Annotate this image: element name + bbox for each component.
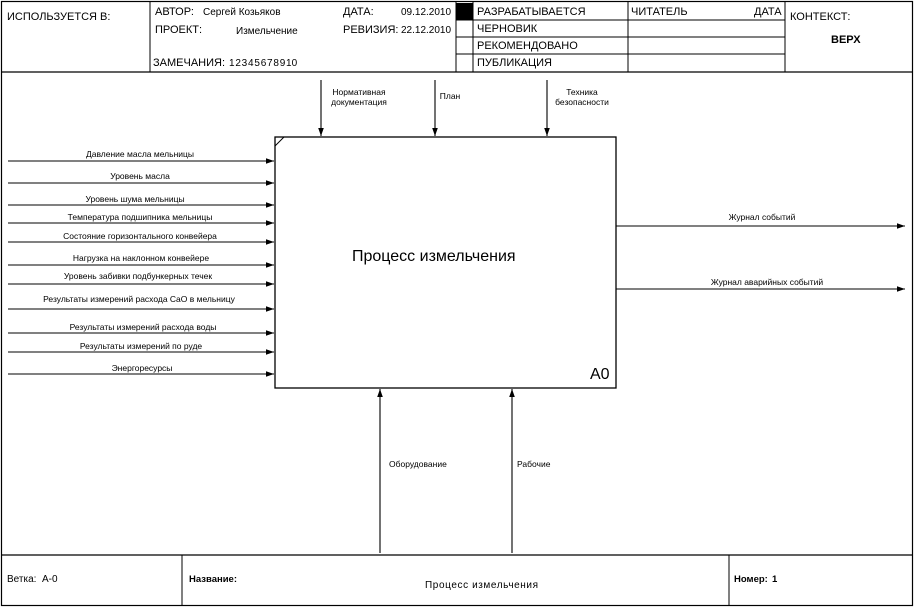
output-label: Журнал событий — [728, 212, 796, 222]
project-value: Измельчение — [236, 26, 298, 37]
status-publication: ПУБЛИКАЦИЯ — [477, 57, 552, 69]
notes-label: ЗАМЕЧАНИЯ: — [153, 57, 225, 69]
context-label: КОНТЕКСТ: — [790, 11, 851, 23]
date-value: 09.12.2010 — [401, 7, 452, 18]
mechanism-label: Рабочие — [517, 459, 551, 469]
author-label: АВТОР: — [155, 6, 194, 18]
input-label: Энергоресурсы — [111, 363, 173, 373]
status-marker — [456, 3, 473, 20]
used-in-label: ИСПОЛЬЗУЕТСЯ В: — [7, 11, 111, 23]
reader-label: ЧИТАТЕЛЬ — [631, 6, 688, 18]
mechanism-label: Оборудование — [389, 459, 447, 469]
input-label: Результаты измерений расхода воды — [69, 322, 217, 332]
number-label: Номер: — [734, 574, 768, 585]
status-developing: РАЗРАБАТЫВАЕТСЯ — [477, 6, 586, 18]
output-label: Журнал аварийных событий — [710, 277, 824, 287]
context-value: ВЕРХ — [831, 34, 861, 46]
input-label: Результаты измерений по руде — [79, 341, 203, 351]
activity-box — [274, 136, 617, 389]
input-label: Уровень масла — [110, 171, 170, 181]
arrow-group — [8, 80, 905, 553]
revision-value: 22.12.2010 — [401, 25, 452, 36]
input-label: Температура подшипника мельницы — [67, 212, 213, 222]
status-recommended: РЕКОМЕНДОВАНО — [477, 40, 578, 52]
input-label: Уровень шума мельницы — [85, 194, 185, 204]
project-label: ПРОЕКТ: — [155, 24, 203, 36]
branch-label: Ветка: — [7, 574, 37, 585]
notes-numbers: 1 2 3 4 5 6 7 8 9 10 — [229, 58, 298, 69]
control-label: Нормативная документация — [331, 87, 387, 107]
input-label: Уровень забивки подбункерных течек — [63, 271, 213, 281]
branch-value: A-0 — [42, 574, 58, 585]
input-label: Давление масла мельницы — [86, 149, 194, 159]
activity-number: A0 — [590, 366, 610, 383]
name-label: Название: — [189, 574, 238, 585]
status-draft: ЧЕРНОВИК — [477, 23, 538, 35]
author-value: Сергей Козьяков — [203, 7, 281, 18]
date-label: ДАТА: — [343, 6, 374, 18]
activity-title: Процесс измельчения — [352, 248, 516, 265]
name-value: Процесс измельчения — [425, 580, 539, 591]
reader-date-label: ДАТА — [754, 6, 782, 18]
input-label: Состояние горизонтального конвейера — [63, 231, 217, 241]
input-label: Нагрузка на наклонном конвейере — [72, 253, 210, 263]
revision-label: РЕВИЗИЯ: — [343, 24, 399, 36]
input-label: Результаты измерений расхода CaO в мельн… — [43, 294, 235, 304]
control-label: Техника безопасности — [555, 87, 609, 107]
activity-box-corner — [274, 136, 285, 147]
control-label: План — [439, 91, 461, 101]
number-value: 1 — [772, 574, 778, 585]
